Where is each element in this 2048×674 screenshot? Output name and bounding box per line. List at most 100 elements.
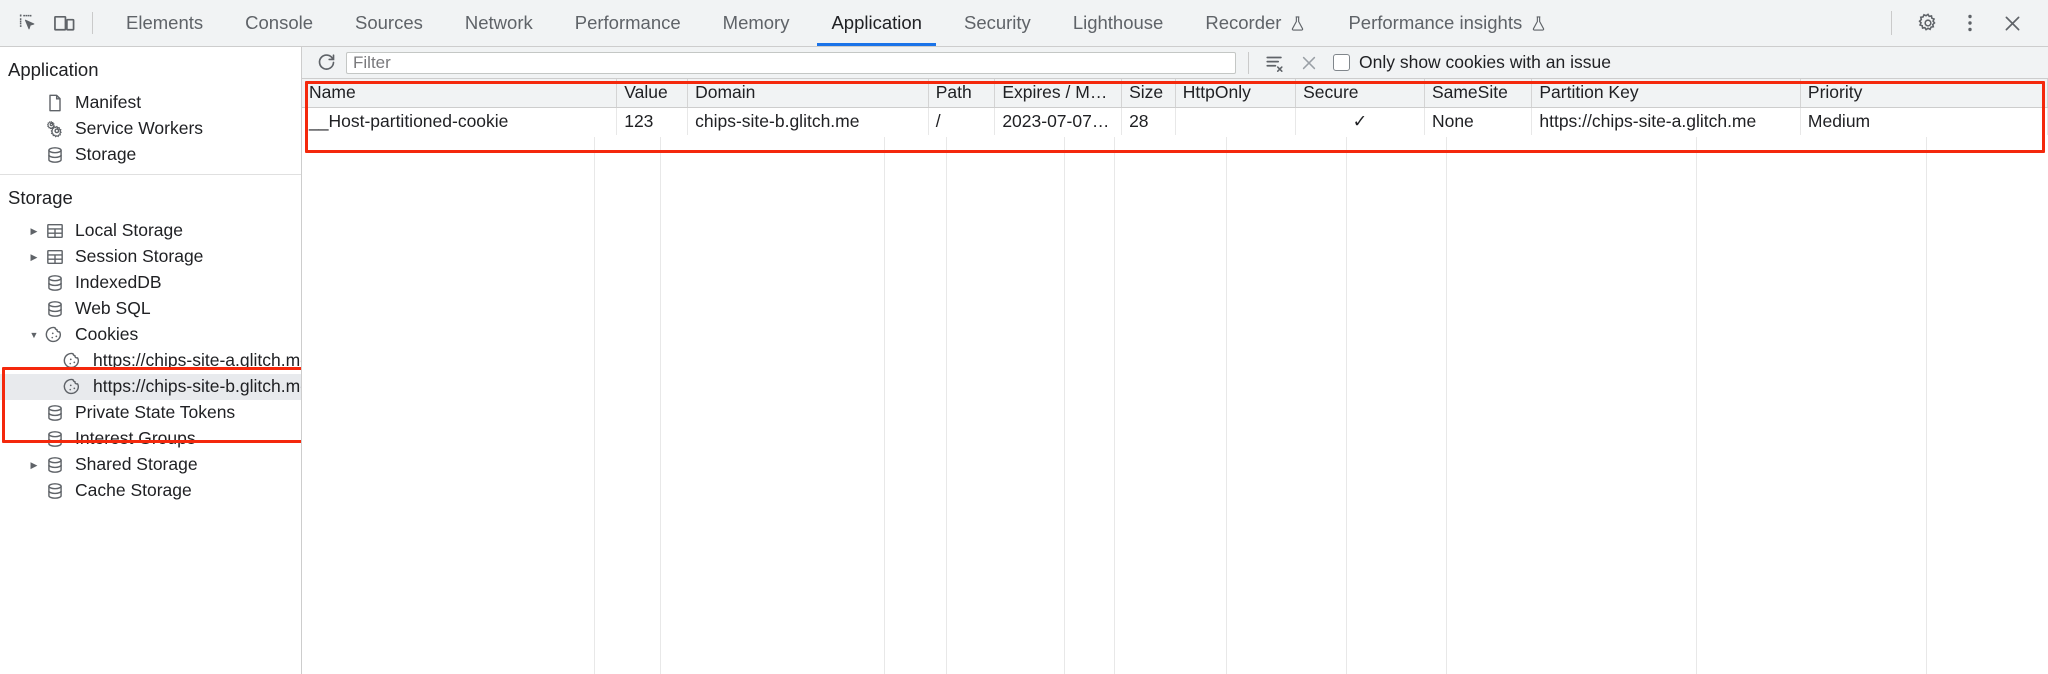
refresh-icon[interactable] (312, 50, 340, 76)
chevron-right-icon[interactable]: ▶ (30, 251, 38, 262)
cell-value[interactable]: 123 (616, 107, 689, 135)
clear-all-cookies-icon[interactable] (1295, 50, 1323, 76)
database-icon (44, 481, 66, 501)
tab-label: Sources (355, 12, 423, 33)
devtools-tab-bar: Elements Console Sources Network Performance… (0, 0, 2048, 47)
toolbar-divider-right (1891, 11, 1892, 35)
cookies-table-empty-grid (302, 137, 2048, 674)
database-icon (44, 145, 66, 165)
chevron-right-icon[interactable]: ▶ (30, 459, 38, 470)
cell-size[interactable]: 28 (1121, 107, 1176, 135)
sidebar-item-label: Manifest (75, 92, 142, 113)
device-toolbar-icon[interactable] (46, 6, 82, 40)
only-show-issues-checkbox-wrap[interactable]: Only show cookies with an issue (1333, 52, 1611, 73)
search-input[interactable] (346, 51, 1236, 74)
chevron-down-icon[interactable]: ▼ (29, 330, 39, 340)
only-show-issues-label: Only show cookies with an issue (1359, 52, 1611, 72)
tab-label: Console (245, 12, 314, 33)
tab-elements[interactable]: Elements (105, 0, 224, 46)
column-header-samesite[interactable]: SameSite (1424, 79, 1533, 108)
sidebar-section-title-storage: Storage (8, 187, 73, 208)
inspect-element-icon[interactable] (10, 6, 46, 40)
table-icon (44, 247, 66, 267)
column-header-name[interactable]: Name (302, 79, 618, 108)
cell-expires-m[interactable]: 2023-07-07… (994, 107, 1123, 135)
sidebar-item-cache-storage[interactable]: ▶Cache Storage (0, 478, 301, 504)
experimental-flask-icon (1533, 15, 1545, 31)
cookie-icon (62, 377, 84, 397)
sidebar-item-https-chips-site-a-glitch-me[interactable]: ▶https://chips-site-a.glitch.me (0, 348, 301, 374)
sidebar-item-label: Web SQL (75, 298, 151, 319)
sidebar-item-label: Interest Groups (75, 428, 196, 449)
cell-partition-key[interactable]: https://chips-site-a.glitch.me (1531, 107, 1801, 135)
cell-name[interactable]: __Host-partitioned-cookie (302, 107, 618, 135)
sidebar-item-label: Shared Storage (75, 454, 198, 475)
empty-column-separator (1227, 137, 1347, 674)
sidebar-item-cookies[interactable]: ▼ Cookies (0, 322, 301, 348)
tab-application[interactable]: Application (810, 0, 943, 46)
cell-httponly[interactable] (1175, 107, 1297, 135)
cell-secure[interactable]: ✓ (1295, 107, 1425, 135)
sidebar-item-session-storage[interactable]: ▶ Session Storage (0, 244, 301, 270)
sidebar-item-shared-storage[interactable]: ▶ Shared Storage (0, 452, 301, 478)
tab-security[interactable]: Security (943, 0, 1052, 46)
sidebar-item-label: Session Storage (75, 246, 204, 267)
tab-label: Elements (126, 12, 204, 33)
empty-column-separator (1447, 137, 1697, 674)
service-workers-gear-icon (44, 119, 66, 139)
tab-console[interactable]: Console (224, 0, 334, 46)
tab-performance-insights[interactable]: Performance insights (1327, 0, 1568, 46)
more-vertical-icon[interactable] (1950, 5, 1990, 41)
sidebar-item-https-chips-site-b-glitch-me[interactable]: ▶https://chips-site-b.glitch.me (0, 374, 301, 400)
sidebar-item-label: Cache Storage (75, 480, 192, 501)
column-header-secure[interactable]: Secure (1295, 79, 1425, 108)
tab-label: Application (831, 12, 922, 33)
tab-recorder[interactable]: Recorder (1184, 0, 1327, 46)
database-icon (44, 299, 66, 319)
cell-path[interactable]: / (928, 107, 996, 135)
cookies-filter-toolbar: Only show cookies with an issue (302, 47, 2048, 79)
tab-label: Security (963, 12, 1031, 33)
only-show-issues-checkbox[interactable] (1333, 54, 1350, 71)
tab-memory[interactable]: Memory (702, 0, 811, 46)
chevron-right-icon[interactable]: ▶ (30, 225, 38, 236)
sidebar-item-label: Cookies (75, 324, 139, 345)
cell-samesite[interactable]: None (1424, 107, 1533, 135)
cookie-icon (44, 325, 66, 345)
column-header-domain[interactable]: Domain (687, 79, 929, 108)
column-header-size[interactable]: Size (1121, 79, 1176, 108)
tab-sources[interactable]: Sources (334, 0, 444, 46)
sidebar-item-manifest[interactable]: ▶Manifest (0, 90, 301, 116)
sidebar-item-indexeddb[interactable]: ▶IndexedDB (0, 270, 301, 296)
sidebar-item-local-storage[interactable]: ▶Local Storage (0, 218, 301, 244)
tab-network[interactable]: Network (444, 0, 554, 46)
column-header-partition-key[interactable]: Partition Key (1531, 79, 1801, 108)
tab-label: Recorder (1205, 12, 1282, 33)
sidebar-item-service-workers[interactable]: ▶Service Workers (0, 116, 301, 142)
sidebar-item-storage[interactable]: ▶Storage (0, 142, 301, 168)
column-header-expires-m[interactable]: Expires / M… (994, 79, 1123, 108)
cell-priority[interactable]: Medium (1800, 107, 2048, 135)
experimental-flask-icon (1292, 15, 1304, 31)
gear-icon[interactable] (1908, 5, 1948, 41)
tab-label: Lighthouse (1072, 12, 1164, 33)
empty-column-separator (302, 137, 595, 674)
clear-filtered-cookies-icon[interactable] (1261, 50, 1289, 76)
close-icon[interactable] (1992, 5, 2032, 41)
filterbar-divider (1248, 51, 1249, 74)
column-header-httponly[interactable]: HttpOnly (1175, 79, 1297, 108)
database-icon (44, 455, 66, 475)
column-header-priority[interactable]: Priority (1800, 79, 2048, 108)
column-header-path[interactable]: Path (928, 79, 996, 108)
sidebar-item-web-sql[interactable]: ▶Web SQL (0, 296, 301, 322)
sidebar-item-label: IndexedDB (75, 272, 162, 293)
sidebar-item-label: Service Workers (75, 118, 204, 139)
tab-performance[interactable]: Performance (554, 0, 702, 46)
tab-label: Network (464, 12, 533, 33)
sidebar-item-interest-groups[interactable]: ▶Interest Groups (0, 426, 301, 452)
sidebar-item-private-state-tokens[interactable]: ▶Private State Tokens (0, 400, 301, 426)
column-header-value[interactable]: Value (616, 79, 689, 108)
tab-lighthouse[interactable]: Lighthouse (1052, 0, 1185, 46)
cell-domain[interactable]: chips-site-b.glitch.me (687, 107, 929, 135)
